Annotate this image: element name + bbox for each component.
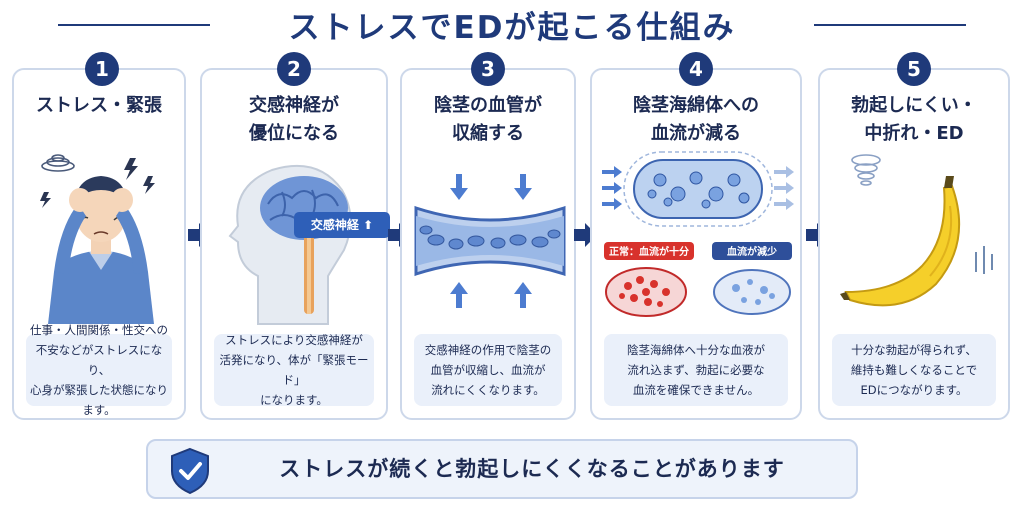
page-title: ストレスでEDが起こる仕組み <box>288 10 736 46</box>
normal-flow-label: 正常：血流が十分 <box>609 245 689 258</box>
dizzy-swirl-icon <box>851 154 881 186</box>
summary-banner-text: ストレスが続くと勃起しにくくなることがあります <box>279 457 785 481</box>
sympathetic-nerve-label: 交感神経 <box>310 218 359 232</box>
wilted-banana-illustration <box>826 146 1002 326</box>
lightning-icon <box>40 158 155 208</box>
constricted-vessel-illustration <box>408 146 568 326</box>
title-row: ストレスでEDが起こる仕組み <box>0 0 1024 48</box>
step-title-2: 交感神経が 優位になる <box>249 95 339 144</box>
step-title-5: 勃起しにくい・ 中折れ・ED <box>851 95 977 144</box>
step-title-3: 陰茎の血管が 収縮する <box>434 95 542 144</box>
step-title-4: 陰茎海綿体への 血流が減る <box>633 95 759 144</box>
step-title-1: ストレス・緊張 <box>36 95 162 116</box>
step-desc-1: 仕事・人間関係・性交への 不安などがストレスになり、 心身が緊張した状態になりま… <box>26 323 172 417</box>
stress-swirl-icon <box>41 154 75 172</box>
step-card-4: 陰茎海綿体への 血流が減る 正常：血流が十分 血流が減少 <box>590 68 802 420</box>
arrow-right-icon <box>572 222 598 248</box>
reduced-flow-label: 血流が減少 <box>727 245 777 258</box>
step-number-1: 1 <box>85 52 119 86</box>
step-desc-5: 十分な勃起が得られず、 維持も難しくなることで EDにつながります。 <box>832 334 996 406</box>
step-number-4: 4 <box>679 52 713 86</box>
motion-lines-icon <box>975 246 993 274</box>
step-desc-2: ストレスにより交感神経が 活発になり、体が「緊張モード」 になります。 <box>214 333 374 407</box>
cavernosum-bloodflow-illustration: 正常：血流が十分 血流が減少 <box>598 146 794 326</box>
arrow-up-icon: ⬆ <box>363 218 374 232</box>
step-number-2: 2 <box>277 52 311 86</box>
stressed-man-illustration <box>20 146 178 326</box>
arrow-right-icon <box>804 222 830 248</box>
step-card-5: 勃起しにくい・ 中折れ・ED 十分な勃起が得られず、 維持も難しくなることで E… <box>818 68 1010 420</box>
arrow-right-icon <box>186 222 212 248</box>
flow-in-arrows-icon <box>602 166 622 210</box>
title-divider-left <box>58 24 210 26</box>
step-desc-4: 陰茎海綿体へ十分な血液が 流れ込まず、勃起に必要な 血流を確保できません。 <box>604 334 788 406</box>
step-number-3: 3 <box>471 52 505 86</box>
arrow-right-icon <box>386 222 412 248</box>
compress-up-arrows-icon <box>450 282 532 308</box>
sympathetic-nerve-tag: 交感神経 ⬆ <box>294 212 390 238</box>
shield-check-icon <box>168 447 212 495</box>
head-brain-illustration <box>208 146 380 326</box>
step-card-2: 交感神経が 優位になる 交感神経 ⬆ ストレスにより交感神経が 活発になり、体が… <box>200 68 390 420</box>
compress-down-arrows-icon <box>450 174 532 200</box>
step-desc-3: 交感神経の作用で陰茎の 血管が収縮し、血流が 流れにくくなります。 <box>414 334 562 406</box>
title-divider-right <box>814 24 966 26</box>
step-number-5: 5 <box>897 52 931 86</box>
summary-banner: ストレスが続くと勃起しにくくなることがあります <box>146 439 858 499</box>
step-card-1: ストレス・緊張 仕事・人間関係・ <box>12 68 186 420</box>
step-card-3: 陰茎の血管が 収縮する 交感神経の作用で陰茎の 血管が収縮し、血流が 流れにくく… <box>400 68 576 420</box>
